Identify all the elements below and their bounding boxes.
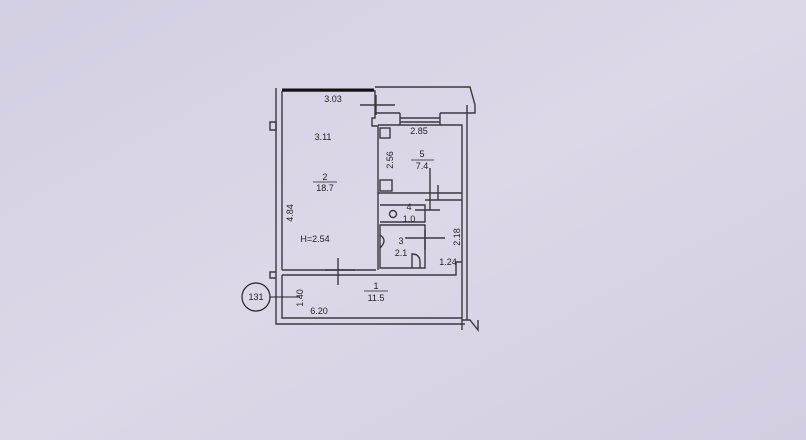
dim-balcony-width: 3.03: [324, 94, 342, 104]
sink-icon: [379, 179, 393, 192]
dim-room2-length: 4.84: [285, 204, 295, 222]
dim-room1-width: 6.20: [310, 306, 328, 316]
bathtub-icon: [411, 253, 421, 268]
room-2-area: 18.7: [316, 183, 334, 193]
dim-room2-width: 3.11: [315, 132, 332, 142]
walls: [269, 86, 479, 332]
room-3-number: 3: [398, 236, 403, 246]
dim-corridor-width: 1.24: [439, 257, 457, 267]
room-1-number: 1: [373, 281, 378, 291]
room-5-area: 7.4: [416, 161, 429, 171]
room-4-number: 4: [406, 202, 411, 212]
apartment-number: 131: [248, 292, 263, 302]
room-3-area: 2.1: [395, 248, 408, 258]
dim-room1-depth: 1.40: [295, 289, 305, 307]
room-1-area: 11.5: [368, 293, 385, 303]
room-2-number: 2: [322, 172, 327, 182]
dim-kitchen-length: 2.56: [385, 151, 395, 169]
toilet-icon: [388, 209, 398, 219]
ceiling-height: H=2.54: [300, 234, 329, 244]
stove-icon: [379, 127, 391, 139]
dim-kitchen-width: 2.85: [410, 126, 428, 136]
room-5-number: 5: [419, 149, 424, 159]
room-4-area: 1.0: [403, 214, 416, 224]
room-labels: 2 18.7 5 7.4 4 1.0 3 2.1 1 11.5 H=2.54: [300, 149, 434, 303]
washbasin-icon: [379, 234, 385, 249]
apartment-marker: 131: [241, 282, 300, 312]
dimension-labels: 3.03 3.11 4.84 2.85 2.56 2.18 1.24 1.40 …: [285, 94, 462, 316]
dim-corridor-length: 2.18: [452, 228, 462, 246]
